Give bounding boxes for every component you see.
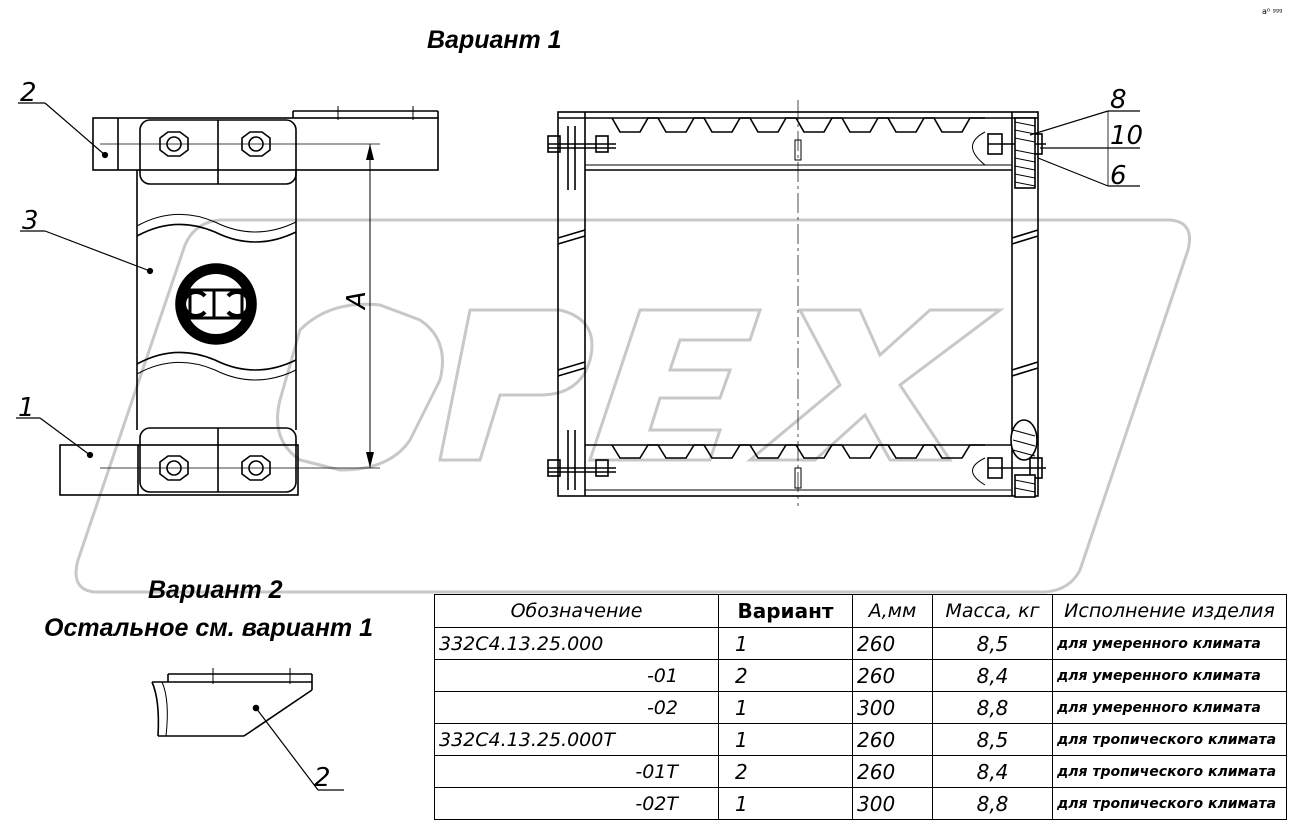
left-view-bracket-assembly bbox=[59, 106, 439, 496]
column-header-execution: Исполнение изделия bbox=[1052, 594, 1287, 628]
cell-variant: 1 bbox=[718, 787, 853, 820]
right-view-callouts: 8 10 6 bbox=[1110, 85, 1143, 191]
callout-2-top: 2 bbox=[20, 78, 37, 108]
cell-mass: 8,5 bbox=[932, 723, 1053, 756]
dimension-label-a: А bbox=[342, 291, 372, 311]
cell-code: 332С4.13.25.000Т bbox=[434, 723, 719, 756]
cell-a-mm: 260 bbox=[852, 755, 933, 788]
heading-variant-1: Вариант 1 bbox=[427, 26, 562, 54]
column-header-mass: Масса, кг bbox=[932, 594, 1053, 628]
heading-variant-2-note: Остальное см. вариант 1 bbox=[44, 614, 373, 642]
cell-a-mm: 260 bbox=[852, 659, 933, 692]
table-row: 332С4.13.25.000 1 260 8,5 для умеренного… bbox=[434, 627, 1287, 660]
table-header-row: Обозначение Вариант А,мм Масса, кг Испол… bbox=[434, 594, 1287, 628]
cell-a-mm: 300 bbox=[852, 691, 933, 724]
cell-variant: 1 bbox=[718, 723, 853, 756]
table-row: 332С4.13.25.000Т 1 260 8,5 для тропическ… bbox=[434, 723, 1287, 756]
cell-variant: 1 bbox=[718, 691, 853, 724]
heading-variant-2: Вариант 2 bbox=[148, 576, 283, 604]
callout-6: 6 bbox=[1110, 161, 1127, 191]
callout-8: 8 bbox=[1110, 85, 1127, 115]
table-row: -01 2 260 8,4 для умеренного климата bbox=[434, 659, 1287, 692]
callout-1: 1 bbox=[18, 393, 35, 423]
cell-mass: 8,8 bbox=[932, 691, 1053, 724]
cell-code: -01 bbox=[434, 659, 719, 692]
callout-2-variant2: 2 bbox=[314, 763, 331, 793]
table-row: -01Т 2 260 8,4 для тропического климата bbox=[434, 755, 1287, 788]
cell-mass: 8,4 bbox=[932, 659, 1053, 692]
callout-10: 10 bbox=[1110, 121, 1143, 151]
cell-code: -02Т bbox=[434, 787, 719, 820]
cell-a-mm: 260 bbox=[852, 723, 933, 756]
left-view-callouts: 2 3 1 А bbox=[18, 78, 372, 423]
cell-variant: 1 bbox=[718, 627, 853, 660]
cell-mass: 8,4 bbox=[932, 755, 1053, 788]
cell-a-mm: 260 bbox=[852, 627, 933, 660]
right-view-frame bbox=[547, 100, 1046, 506]
variant2-detail bbox=[151, 668, 344, 791]
table-row: -02Т 1 300 8,8 для тропического климата bbox=[434, 787, 1287, 820]
left-view-leaders bbox=[16, 102, 154, 459]
cell-execution: для тропического климата bbox=[1052, 787, 1287, 820]
table-row: -02 1 300 8,8 для умеренного климата bbox=[434, 691, 1287, 724]
column-header-variant: Вариант bbox=[718, 594, 853, 628]
corner-mark: a⁰ ᵍᵍᵍ bbox=[1262, 7, 1282, 16]
cell-variant: 2 bbox=[718, 755, 853, 788]
cell-execution: для тропического климата bbox=[1052, 755, 1287, 788]
cell-execution: для умеренного климата bbox=[1052, 627, 1287, 660]
cell-execution: для умеренного климата bbox=[1052, 691, 1287, 724]
cell-code: 332С4.13.25.000 bbox=[434, 627, 719, 660]
cell-mass: 8,5 bbox=[932, 627, 1053, 660]
cell-execution: для умеренного климата bbox=[1052, 659, 1287, 692]
cell-variant: 2 bbox=[718, 659, 853, 692]
cell-a-mm: 300 bbox=[852, 787, 933, 820]
right-view-leaders bbox=[1029, 110, 1140, 187]
cell-code: -01Т bbox=[434, 755, 719, 788]
callout-3: 3 bbox=[22, 206, 39, 236]
column-header-designation: Обозначение bbox=[434, 594, 719, 628]
column-header-a-mm: А,мм bbox=[852, 594, 933, 628]
specification-table: Обозначение Вариант А,мм Масса, кг Испол… bbox=[434, 594, 1287, 820]
cell-mass: 8,8 bbox=[932, 787, 1053, 820]
cell-code: -02 bbox=[434, 691, 719, 724]
cell-execution: для тропического климата bbox=[1052, 723, 1287, 756]
